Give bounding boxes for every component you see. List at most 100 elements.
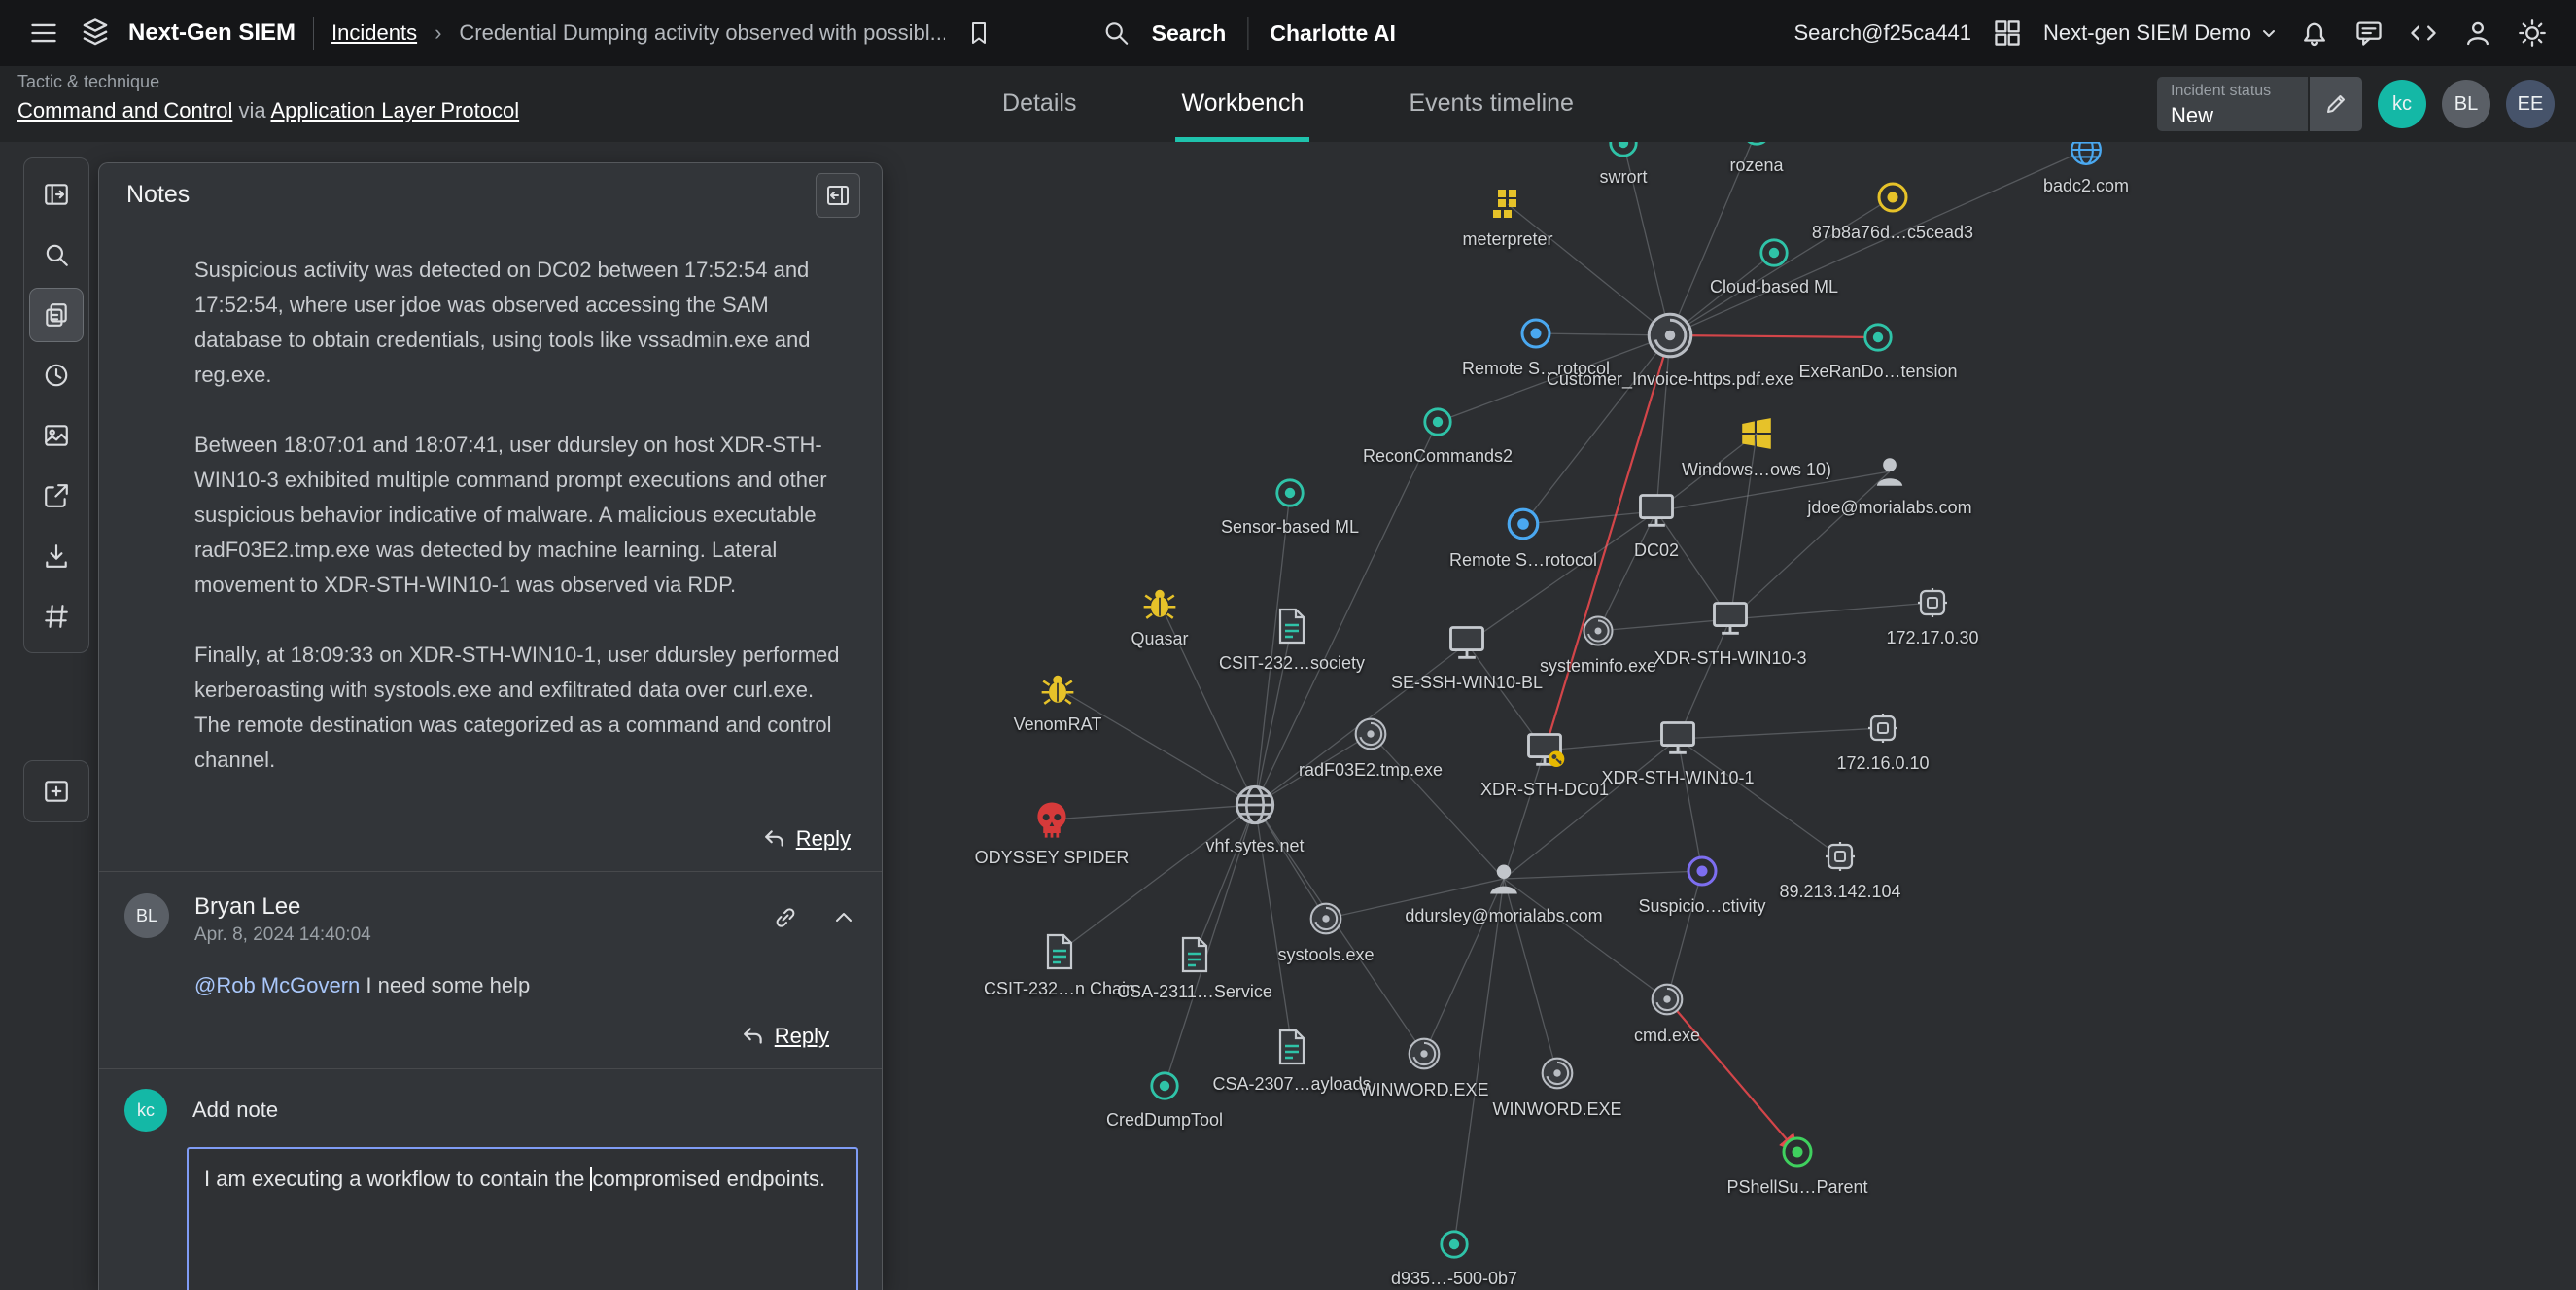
bookmark-icon[interactable] — [962, 17, 995, 50]
graph-node-ip17030[interactable] — [1915, 585, 1950, 620]
left-rail — [23, 157, 89, 653]
edit-status-button[interactable] — [2310, 77, 2362, 131]
current-user-avatar: kc — [124, 1089, 167, 1132]
graph-node-win103[interactable] — [1709, 598, 1752, 641]
graph-node-sessh[interactable] — [1445, 622, 1488, 665]
pencil-icon — [2327, 95, 2345, 113]
left-rail-extra — [23, 760, 89, 822]
technique-link[interactable]: Application Layer Protocol — [270, 98, 520, 122]
comment-text: I need some help — [360, 973, 531, 997]
graph-node-suspicious[interactable] — [1685, 854, 1720, 889]
reply-button[interactable]: Reply — [795, 826, 851, 851]
reply-icon — [743, 1028, 762, 1044]
text-cursor — [590, 1167, 593, 1191]
user-profile-icon[interactable] — [2459, 15, 2496, 52]
download-icon[interactable] — [30, 530, 83, 582]
graph-node-ip89[interactable] — [1823, 839, 1858, 874]
grid-icon[interactable] — [30, 590, 83, 643]
graph-node-exerando[interactable] — [1862, 321, 1895, 354]
notes-icon[interactable] — [29, 288, 84, 342]
divider — [1247, 17, 1249, 50]
graph-node-dc01[interactable] — [1523, 729, 1566, 772]
notes-panel-title: Notes — [126, 181, 191, 208]
search-icon[interactable] — [30, 228, 83, 281]
tab-events-timeline[interactable]: Events timeline — [1409, 89, 1574, 117]
open-panel-icon[interactable] — [30, 168, 83, 221]
avatar-ee[interactable]: EE — [2506, 80, 2555, 128]
graph-node-remote2[interactable] — [1505, 506, 1542, 542]
notes-panel: Notes Suspicious activity was detected o… — [98, 162, 883, 1290]
graph-node-pshell[interactable] — [1780, 1134, 1815, 1169]
theme-settings-icon[interactable] — [2514, 15, 2551, 52]
avatar-bl[interactable]: BL — [2442, 80, 2490, 128]
notifications-bell-icon[interactable] — [2296, 15, 2333, 52]
graph-node-systeminfo[interactable] — [1581, 613, 1616, 648]
comment-date: Apr. 8, 2024 14:40:04 — [194, 924, 371, 945]
graph-node-quasar[interactable] — [1141, 584, 1178, 621]
graph-node-bottom[interactable] — [1438, 1228, 1471, 1261]
graph-node-winword2[interactable] — [1539, 1055, 1576, 1092]
app-name: Next-Gen SIEM — [128, 19, 296, 46]
graph-node-systools[interactable] — [1307, 900, 1344, 937]
search-button[interactable]: Search — [1151, 19, 1227, 46]
chevron-up-icon[interactable] — [827, 901, 860, 934]
incident-status-dropdown[interactable]: Incident status New — [2157, 77, 2308, 131]
graph-node-doc_2311[interactable] — [1175, 935, 1214, 974]
graph-node-odyssey[interactable] — [1031, 799, 1072, 840]
add-panel-icon[interactable] — [30, 765, 83, 818]
graph-node-invoice[interactable] — [1644, 309, 1696, 362]
breadcrumb-separator: › — [435, 20, 442, 45]
graph-node-remote1[interactable] — [1518, 316, 1553, 351]
graph-node-ip16010[interactable] — [1865, 711, 1900, 746]
hamburger-menu-icon[interactable] — [25, 15, 62, 52]
comment-avatar: BL — [124, 893, 169, 938]
via-text: via — [238, 98, 266, 122]
graph-node-windows10[interactable] — [1738, 415, 1775, 452]
graph-node-doc_2307[interactable] — [1272, 1028, 1311, 1066]
tactic-block: Tactic & technique Command and Control v… — [17, 72, 519, 123]
graph-node-doc_chain[interactable] — [1040, 932, 1079, 971]
note-paragraph: Between 18:07:01 and 18:07:41, user ddur… — [194, 433, 827, 597]
graph-node-recon[interactable] — [1421, 405, 1454, 438]
graph-node-vhf[interactable] — [1232, 782, 1278, 828]
tab-details[interactable]: Details — [1002, 89, 1077, 117]
graph-node-winword1[interactable] — [1406, 1035, 1443, 1072]
link-icon[interactable] — [769, 901, 802, 934]
environment-menu[interactable]: Next-gen SIEM Demo — [2043, 20, 2279, 46]
incident-status-label: Incident status — [2171, 83, 2272, 99]
graph-node-creddump[interactable] — [1148, 1069, 1181, 1102]
screenshot-icon[interactable] — [30, 409, 83, 462]
graph-node-hash87[interactable] — [1875, 180, 1910, 215]
incident-status-value: New — [2171, 103, 2214, 127]
breadcrumb-title: Credential Dumping activity observed wit… — [459, 20, 946, 45]
breadcrumb-incidents[interactable]: Incidents — [331, 20, 418, 45]
incident-status-widget: Incident status New — [2157, 77, 2362, 131]
graph-node-radf03[interactable] — [1352, 715, 1389, 752]
graph-node-cmd[interactable] — [1649, 981, 1686, 1018]
history-icon[interactable] — [30, 349, 83, 401]
graph-node-sensorml[interactable] — [1273, 476, 1306, 509]
mention-link[interactable]: @Rob McGovern — [194, 973, 361, 997]
graph-node-jdoe[interactable] — [1871, 453, 1908, 490]
graph-node-cloudml[interactable] — [1758, 236, 1791, 269]
tactic-link[interactable]: Command and Control — [17, 98, 233, 122]
avatar-kc[interactable]: kc — [2378, 80, 2426, 128]
chat-icon[interactable] — [2350, 15, 2387, 52]
tab-workbench[interactable]: Workbench — [1175, 72, 1310, 142]
graph-node-win101[interactable] — [1656, 717, 1699, 760]
export-icon[interactable] — [30, 470, 83, 522]
graph-node-ddursley[interactable] — [1484, 859, 1523, 898]
graph-node-dc02[interactable] — [1635, 490, 1678, 533]
comment-reply-button[interactable]: Reply — [774, 1024, 829, 1048]
graph-node-doc_society[interactable] — [1272, 607, 1311, 645]
collapse-panel-icon[interactable] — [816, 172, 860, 218]
code-icon[interactable] — [2405, 15, 2442, 52]
graph-node-meterpreter[interactable] — [1490, 187, 1525, 222]
graph-node-venomrat[interactable] — [1039, 670, 1076, 707]
sub-header: Tactic & technique Command and Control v… — [0, 66, 2576, 142]
apps-grid-icon[interactable] — [1989, 15, 2026, 52]
graph-node-badc2[interactable] — [2068, 131, 2105, 168]
charlotte-ai-button[interactable]: Charlotte AI — [1270, 19, 1396, 46]
note-input[interactable]: I am executing a workflow to contain the… — [187, 1147, 858, 1290]
